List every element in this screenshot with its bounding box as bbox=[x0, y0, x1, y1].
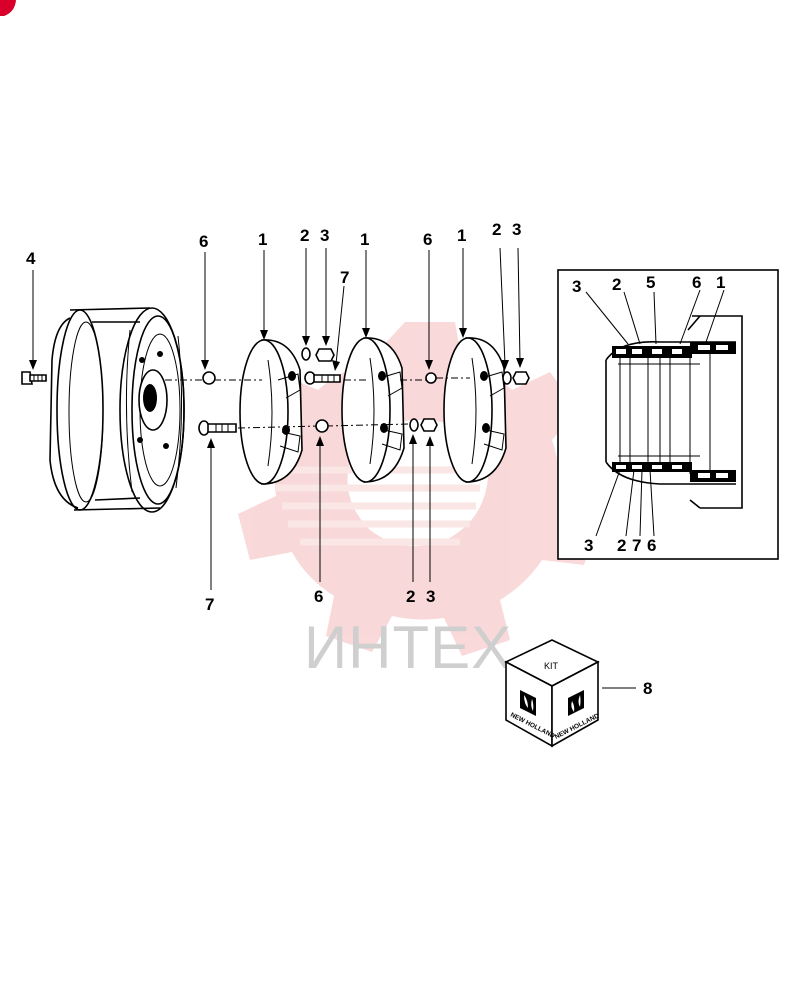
inset-callout-5-top: 5 bbox=[646, 273, 655, 292]
inset-callout-7-bottom: 7 bbox=[632, 536, 641, 555]
callout-8: 8 bbox=[643, 679, 652, 698]
nut-3-top-a bbox=[315, 348, 335, 362]
callout-1-b: 1 bbox=[360, 230, 369, 249]
spacer-6-top-mid bbox=[425, 372, 437, 384]
callout-6-bottom: 6 bbox=[314, 587, 323, 606]
inset-callout-3-top: 3 bbox=[572, 277, 581, 296]
wheel-rim bbox=[49, 307, 185, 513]
wheel-weight-b bbox=[341, 337, 405, 483]
inset-callout-6-bottom: 6 bbox=[647, 536, 656, 555]
callout-labels: 4 6 1 2 3 7 1 6 1 2 3 7 6 2 3 8 bbox=[26, 220, 652, 698]
callout-3-top-a: 3 bbox=[320, 226, 329, 245]
nut-3-bottom bbox=[420, 418, 438, 432]
spacer-6-bottom bbox=[315, 419, 329, 433]
washer-2-bottom bbox=[409, 418, 419, 432]
kit-label: KIT bbox=[544, 661, 559, 671]
inset-callout-3-bottom: 3 bbox=[584, 536, 593, 555]
callout-2-bottom: 2 bbox=[406, 587, 415, 606]
callout-7-top: 7 bbox=[340, 268, 349, 287]
watermark-gear bbox=[238, 322, 598, 656]
washer-2-top-b bbox=[502, 371, 512, 385]
wheel-weight-c bbox=[443, 337, 507, 483]
callout-1-c: 1 bbox=[457, 226, 466, 245]
cross-section-inset: 3 2 5 6 1 3 2 7 6 bbox=[557, 269, 779, 560]
callout-4: 4 bbox=[26, 249, 36, 268]
washer-2-top-a bbox=[301, 347, 311, 361]
watermark-text: ИНТЕХ bbox=[304, 614, 512, 681]
callout-6-top-left: 6 bbox=[199, 232, 208, 251]
bolt-4 bbox=[21, 371, 47, 385]
callout-3-top-b: 3 bbox=[512, 220, 521, 239]
callout-2-top-b: 2 bbox=[492, 220, 501, 239]
inset-callout-6-top: 6 bbox=[692, 273, 701, 292]
callout-3-bottom: 3 bbox=[426, 587, 435, 606]
new-holland-leaf-icon bbox=[520, 690, 536, 716]
new-holland-leaf-icon-2 bbox=[568, 690, 584, 716]
inset-callout-2-bottom: 2 bbox=[617, 536, 626, 555]
callout-2-top-a: 2 bbox=[300, 226, 309, 245]
wheel-weight-a bbox=[239, 339, 303, 485]
callout-1-a: 1 bbox=[258, 230, 267, 249]
nut-3-top-b bbox=[512, 371, 530, 385]
callout-6-top-mid: 6 bbox=[423, 230, 432, 249]
centre-lines bbox=[165, 377, 470, 429]
spacer-6-top-left bbox=[202, 371, 216, 385]
leader-lines bbox=[29, 247, 636, 689]
bolt-7-bottom bbox=[198, 420, 237, 436]
bolt-7-top bbox=[304, 371, 341, 385]
callout-7-bottom: 7 bbox=[205, 595, 214, 614]
kit-box: KIT NEW HOLLAND NEW HOLLAND bbox=[504, 639, 601, 748]
corner-mark bbox=[0, 0, 16, 16]
inset-callout-1-top: 1 bbox=[716, 273, 725, 292]
inset-callout-2-top: 2 bbox=[612, 275, 621, 294]
